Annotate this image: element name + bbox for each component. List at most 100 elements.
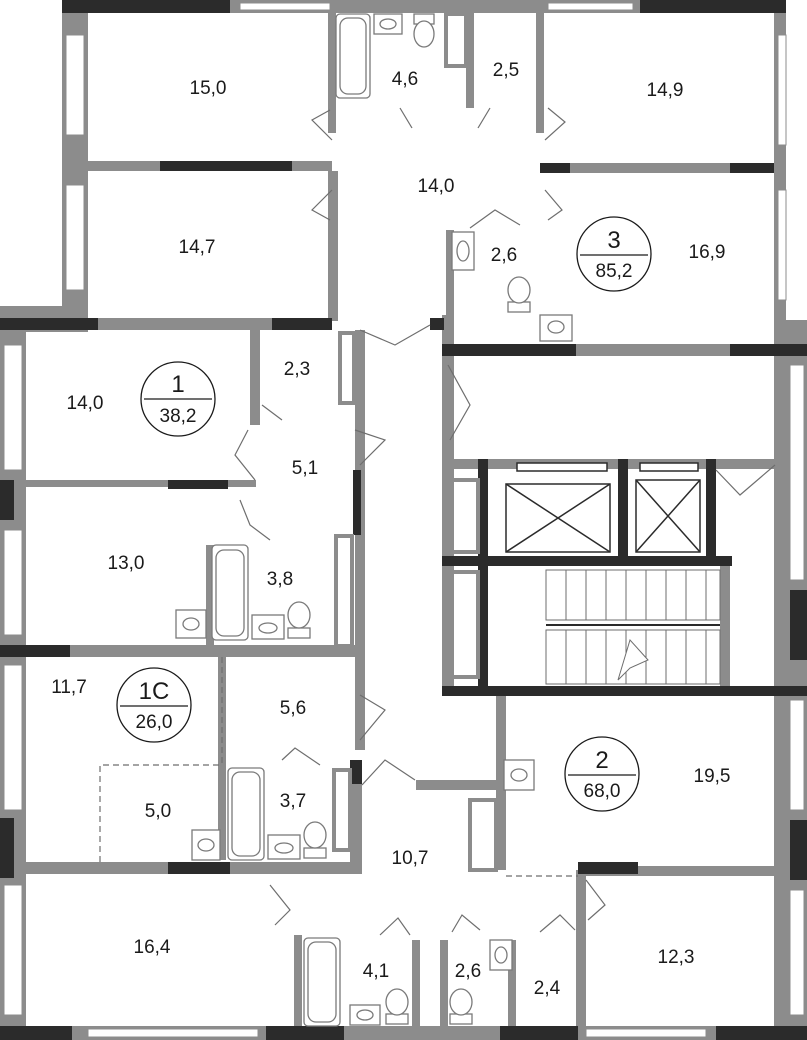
dark-wall: [442, 686, 807, 696]
window: [3, 664, 23, 811]
windows: [3, 2, 805, 1038]
partition: [294, 935, 302, 1026]
shaft: [338, 331, 356, 405]
sink-icon: [451, 231, 475, 271]
door: [715, 464, 776, 496]
window: [3, 529, 23, 636]
window: [87, 1028, 259, 1038]
dark-wall: [790, 590, 807, 660]
apartment-badge-2: 2 68,0: [564, 736, 640, 812]
dark-wall: [618, 459, 628, 559]
window: [789, 364, 805, 581]
window: [3, 884, 23, 1016]
partition: [206, 545, 214, 645]
window: [65, 34, 85, 136]
room-area-label: 5,0: [145, 801, 171, 822]
door: [585, 879, 606, 921]
window: [789, 889, 805, 1016]
door: [354, 429, 387, 466]
room-area-label: 12,3: [658, 947, 695, 968]
partition: [355, 330, 365, 750]
dark-wall: [430, 318, 444, 330]
toilet-icon: [449, 988, 473, 1025]
dark-wall: [442, 556, 732, 566]
partition: [466, 13, 474, 108]
partition: [328, 13, 336, 133]
fixtures: [175, 13, 573, 1027]
door: [359, 694, 386, 741]
sink-icon: [489, 939, 513, 971]
room-area-label: 19,5: [694, 766, 731, 787]
partition: [26, 318, 332, 330]
dark-wall: [500, 1026, 578, 1040]
dark-wall: [272, 318, 332, 330]
window: [239, 2, 331, 11]
room-area-label: 2,6: [491, 245, 517, 266]
dark-wall: [540, 163, 570, 173]
dark-wall: [0, 645, 70, 657]
window: [585, 1028, 707, 1038]
door: [469, 209, 521, 229]
bathtub-icon: [335, 13, 371, 99]
dark-wall: [790, 820, 807, 880]
sink-icon: [251, 614, 285, 640]
room-area-label: 4,1: [363, 961, 389, 982]
shaft: [334, 534, 354, 648]
door: [451, 914, 576, 933]
shafts: [332, 12, 498, 872]
partition: [536, 13, 544, 133]
bathtub-icon: [303, 937, 341, 1027]
dark-wall: [730, 344, 807, 356]
dark-wall: [62, 0, 230, 13]
partition: [440, 780, 495, 790]
dark-wall: [442, 344, 576, 356]
room-area-label: 15,0: [190, 78, 227, 99]
room-area-label: 16,4: [134, 937, 171, 958]
room-area-label: 2,6: [455, 961, 481, 982]
partition: [508, 940, 516, 1026]
partition: [26, 645, 360, 657]
dark-wall: [578, 862, 638, 874]
apartment-number: 1С: [139, 678, 170, 705]
room-area-label: 2,3: [284, 359, 310, 380]
dark-wall: [640, 0, 786, 13]
sink-icon: [191, 829, 221, 861]
apartment-badge-1: 1 38,2: [140, 361, 216, 437]
room-area-label: 2,4: [534, 978, 561, 999]
partition: [328, 171, 338, 321]
sink-icon: [175, 609, 207, 639]
partition: [496, 690, 506, 870]
apartment-number: 2: [595, 747, 608, 774]
dark-wall: [168, 480, 228, 489]
partition: [446, 230, 454, 315]
shaft: [444, 12, 468, 68]
sink-icon: [349, 1004, 381, 1026]
partition: [442, 459, 774, 469]
door: [361, 759, 416, 786]
toilet-icon: [507, 276, 531, 313]
shaft: [332, 768, 352, 852]
stair-arrow: [617, 639, 649, 681]
staircase: [545, 569, 721, 685]
apartment-total-area: 68,0: [584, 781, 621, 802]
door: [359, 324, 431, 346]
door: [311, 109, 333, 221]
stair-flight: [545, 629, 721, 685]
dark-wall: [730, 163, 774, 173]
room-area-label: 5,6: [280, 698, 306, 719]
room-area-label: 16,9: [689, 242, 726, 263]
window: [65, 184, 85, 291]
room-area-label: 14,0: [67, 393, 104, 414]
partition: [440, 940, 448, 1026]
sink-icon: [539, 314, 573, 342]
apartment-number: 1: [171, 371, 184, 398]
door: [239, 499, 271, 541]
dark-wall: [350, 760, 362, 784]
partition: [540, 163, 774, 173]
door: [269, 884, 411, 936]
room-area-label: 14,0: [418, 176, 455, 197]
window: [547, 2, 634, 11]
apartment-total-area: 26,0: [136, 712, 173, 733]
